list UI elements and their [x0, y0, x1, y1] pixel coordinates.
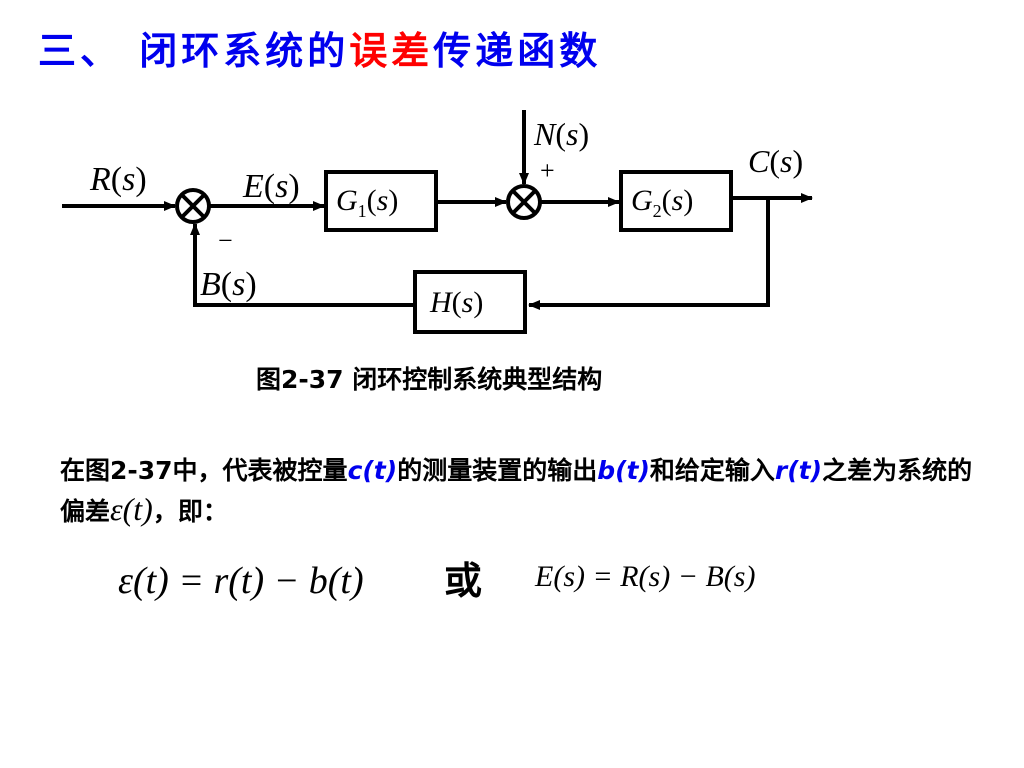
var-r: r(t) — [774, 456, 823, 485]
title-suffix: 传递函数 — [433, 29, 602, 73]
var-c: c(t) — [347, 456, 398, 485]
feedback-label: B(s) — [200, 266, 257, 303]
g1-label: G1(s) — [336, 184, 399, 221]
para-part4: 之差为系统的偏差 — [60, 456, 973, 526]
disturbance-label: N(s) — [534, 116, 590, 152]
title-prefix: 三、 闭环系统的 — [38, 29, 350, 73]
error-label: E(s) — [243, 168, 300, 205]
feedback-sign: − — [218, 226, 233, 255]
h-label: H(s) — [430, 286, 484, 319]
var-b: b(t) — [597, 456, 650, 485]
disturbance-sign: + — [540, 156, 555, 185]
h-block — [413, 270, 527, 334]
figure-caption: 图2-37 闭环控制系统典型结构 — [256, 365, 603, 394]
title-highlight: 误差 — [349, 29, 434, 73]
para-part3: 和给定输入 — [649, 456, 775, 485]
para-part2: 的测量装置的输出 — [397, 456, 598, 485]
description-paragraph: 在图2-37中，代表被控量c(t)的测量装置的输出b(t)和给定输入r(t)之差… — [60, 452, 990, 531]
g2-label: G2(s) — [631, 184, 694, 221]
page-title: 三、 闭环系统的误差传递函数 — [38, 32, 601, 70]
feedback-path-left — [190, 223, 415, 307]
g2-block — [619, 170, 733, 232]
para-part1: 在图2-37中，代表被控量 — [60, 456, 348, 485]
para-part5: ，即： — [152, 497, 228, 526]
feedback-path-right — [528, 198, 770, 310]
s-domain-equation: E(s) = R(s) − B(s) — [535, 560, 756, 593]
output-label: C(s) — [748, 143, 804, 179]
var-epsilon: ε(t) — [110, 491, 153, 527]
time-domain-equation: ε(t) = r(t) − b(t) — [118, 560, 364, 602]
or-word: 或 — [444, 559, 483, 603]
input-label: R(s) — [90, 161, 147, 198]
